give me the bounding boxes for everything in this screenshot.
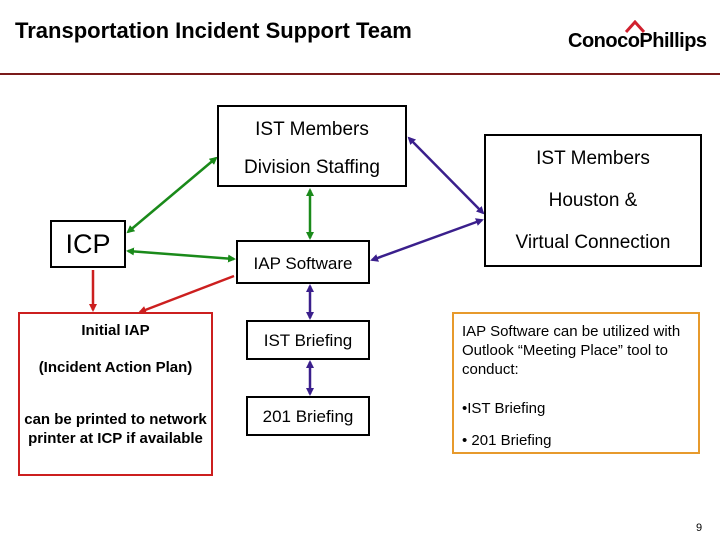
ist-briefing-box: IST Briefing — [246, 320, 370, 360]
incident-action-plan-text: (Incident Action Plan) — [38, 359, 193, 376]
conocophillips-logo-icon — [624, 20, 646, 34]
company-logo: ConocoPhillips — [568, 30, 707, 52]
virtual-connection-label: Virtual Connection — [515, 232, 671, 253]
note-bullet-201-briefing: • 201 Briefing — [462, 432, 552, 449]
division-staffing-label: Division Staffing — [244, 157, 380, 178]
printing-note-text: can be printed to network printer at ICP… — [24, 411, 207, 447]
ist-members-division-box: IST Members Division Staffing — [217, 105, 407, 187]
note-text: IAP Software can be utilized with Outloo… — [462, 323, 681, 378]
iap-software-note-box: IAP Software can be utilized with Outloo… — [452, 312, 700, 454]
arrow-icp-to-iap — [126, 247, 236, 263]
page-title: Transportation Incident Support Team — [15, 18, 412, 43]
arrow-iap-to-initial-iap — [138, 274, 235, 314]
ist-members-label: IST Members — [255, 119, 369, 140]
iap-software-box: IAP Software — [236, 240, 370, 284]
arrow-ist-top-to-ist-right — [407, 136, 485, 215]
houston-label: Houston & — [548, 190, 638, 211]
ist-members-houston-box: IST Members Houston & Virtual Connection — [484, 134, 702, 267]
icp-box: ICP — [50, 220, 126, 268]
briefing-201-box: 201 Briefing — [246, 396, 370, 436]
ist-members-label: IST Members — [536, 148, 650, 169]
arrow-ist-to-icp — [126, 156, 218, 234]
header-divider — [0, 73, 720, 75]
initial-iap-box: Initial IAP (Incident Action Plan) can b… — [18, 312, 213, 476]
arrow-iap-to-ist-right — [370, 218, 484, 262]
page-number: 9 — [696, 522, 703, 534]
initial-iap-title: Initial IAP — [81, 322, 150, 339]
note-bullet-ist-briefing: •IST Briefing — [462, 400, 546, 417]
